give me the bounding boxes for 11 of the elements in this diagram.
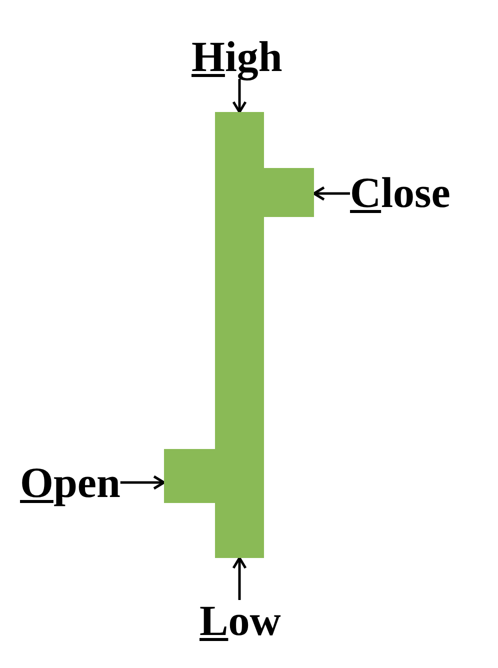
close-tick	[264, 168, 314, 217]
price-label: Close	[350, 172, 450, 215]
arrow	[232, 79, 247, 114]
bar-body	[215, 112, 264, 558]
arrow	[120, 475, 166, 490]
price-label: High	[192, 36, 282, 79]
arrow	[232, 556, 247, 600]
open-tick	[164, 449, 215, 503]
price-label: Open	[20, 462, 120, 505]
arrow	[312, 186, 350, 201]
price-label: Low	[200, 600, 281, 643]
